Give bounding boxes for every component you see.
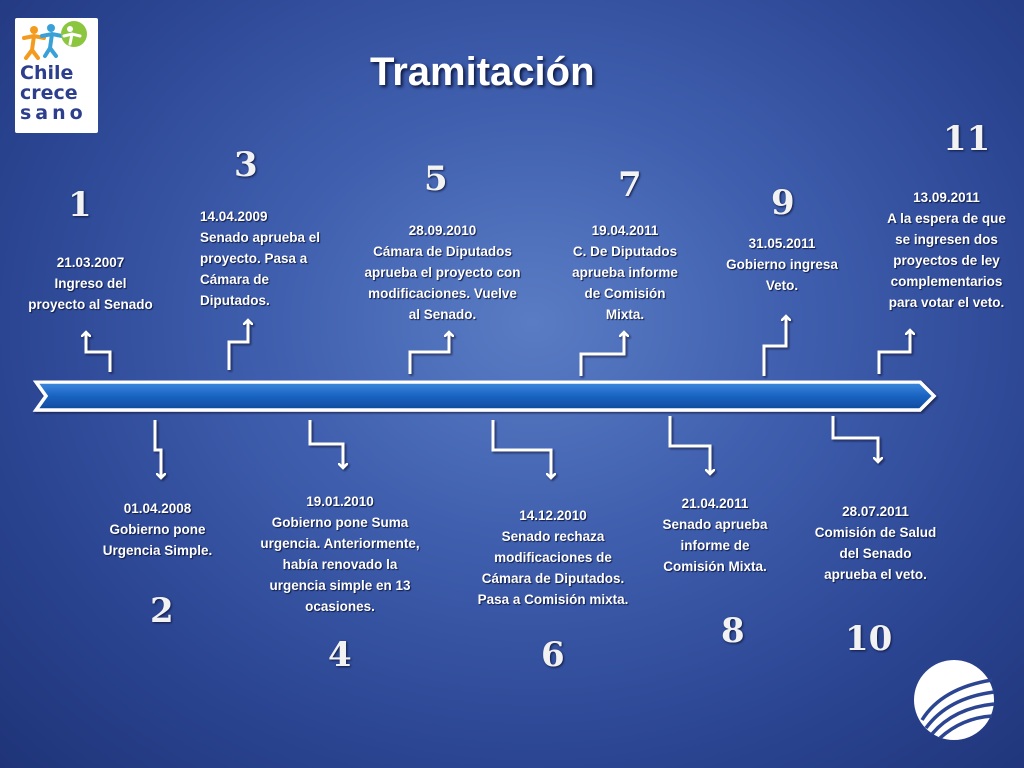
step-text-4-line4: urgencia simple en 13	[269, 578, 411, 593]
step-number-4: 4	[328, 635, 352, 675]
step-text-10-line3: aprueba el veto.	[824, 567, 927, 582]
logo-text-line1: Chile	[20, 62, 74, 84]
step-number-6: 6	[541, 635, 565, 675]
step-number-5: 5	[424, 159, 448, 199]
page-title: Tramitación	[370, 50, 595, 94]
step-text-6-line2: modificaciones de	[494, 550, 612, 565]
step-text-3-line4: Diputados.	[200, 293, 270, 308]
step-text-8-line2: informe de	[680, 538, 750, 553]
step-text-11-line2: se ingresen dos	[895, 232, 998, 247]
step-desc-2: 01.04.2008 Gobierno pone Urgencia Simple…	[80, 498, 235, 561]
step-text-4-line5: ocasiones.	[305, 599, 375, 614]
step-date-8: 21.04.2011	[681, 496, 749, 511]
logo-text-line3: sano	[20, 102, 87, 124]
step-desc-4: 19.01.2010 Gobierno pone Suma urgencia. …	[245, 491, 435, 617]
step-text-9-line2: Veto.	[765, 278, 799, 293]
step-text-2-line1: Gobierno pone	[109, 522, 206, 537]
step-text-7-line3: de Comisión	[584, 286, 666, 301]
step-date-7: 19.04.2011	[591, 223, 659, 238]
arrow-7	[579, 332, 624, 376]
arrow-9	[762, 316, 786, 376]
step-text-3-line2: proyecto. Pasa a	[200, 251, 308, 266]
step-text-3-line1: Senado aprueba el	[200, 230, 321, 245]
step-text-3-line3: Cámara de	[200, 272, 270, 287]
step-number-8: 8	[721, 611, 745, 651]
step-text-11-line5: para votar el veto.	[888, 295, 1005, 310]
step-text-4-line2: urgencia. Anteriormente,	[260, 536, 420, 551]
step-text-7-line1: C. De Diputados	[572, 244, 678, 259]
arrow-5	[408, 332, 449, 374]
step-date-6: 14.12.2010	[519, 508, 587, 523]
step-text-8-line3: Comisión Mixta.	[663, 559, 767, 574]
step-text-2-line2: Urgencia Simple.	[102, 543, 213, 558]
people-figures-icon	[22, 21, 87, 60]
step-text-9-line1: Gobierno ingresa	[726, 257, 838, 272]
step-date-5: 28.09.2010	[408, 223, 477, 238]
step-desc-7: 19.04.2011 C. De Diputados aprueba infor…	[555, 220, 695, 325]
step-number-2: 2	[150, 591, 174, 631]
step-date-1: 21.03.2007	[56, 255, 125, 270]
step-desc-3: 14.04.2009 Senado aprueba el proyecto. P…	[200, 206, 345, 311]
step-text-11-line4: complementarios	[890, 274, 1003, 289]
step-text-7-line4: Mixta.	[605, 307, 645, 322]
step-number-9: 9	[771, 183, 795, 223]
step-number-11: 11	[943, 119, 991, 159]
step-text-1-line1: Ingreso del	[54, 276, 127, 291]
step-desc-6: 14.12.2010 Senado rechaza modificaciones…	[463, 505, 643, 610]
arrow-11	[877, 330, 910, 374]
arrow-6	[491, 420, 551, 478]
step-text-11-line1: A la espera de que	[887, 211, 1006, 226]
step-text-5-line3: modificaciones. Vuelve	[368, 286, 517, 301]
arrow-4	[308, 420, 343, 468]
arrow-2	[153, 420, 161, 478]
chile-crece-sano-logo: Chile crece sano	[15, 18, 98, 133]
step-desc-1: 21.03.2007 Ingreso del proyecto al Senad…	[18, 252, 163, 315]
step-date-10: 28.07.2011	[842, 504, 909, 519]
step-text-4-line3: había renovado la	[282, 557, 398, 572]
step-number-7: 7	[618, 165, 642, 205]
step-desc-5: 28.09.2010 Cámara de Diputados aprueba e…	[350, 220, 535, 325]
arrow-1	[86, 332, 112, 372]
timeline-bar	[32, 380, 937, 412]
step-date-2: 01.04.2008	[123, 501, 192, 516]
step-desc-11: 13.09.2011 A la espera de que se ingrese…	[874, 187, 1019, 313]
institution-seal-icon	[914, 660, 995, 740]
step-text-10-line1: Comisión de Salud	[814, 525, 937, 540]
step-date-4: 19.01.2010	[306, 494, 374, 509]
arrow-3	[227, 320, 248, 370]
step-number-1: 1	[68, 185, 92, 225]
step-text-6-line1: Senado rechaza	[501, 529, 605, 544]
step-date-3: 14.04.2009	[200, 209, 268, 224]
step-text-7-line2: aprueba informe	[572, 265, 678, 280]
arrow-10	[831, 416, 878, 462]
step-text-1-line2: proyecto al Senado	[28, 297, 153, 312]
step-text-4-line1: Gobierno pone Suma	[271, 515, 409, 530]
step-text-11-line3: proyectos de ley	[893, 253, 1000, 268]
step-text-8-line1: Senado aprueba	[662, 517, 768, 532]
step-number-3: 3	[234, 145, 258, 185]
step-date-9: 31.05.2011	[748, 236, 816, 251]
step-text-6-line4: Pasa a Comisión mixta.	[477, 592, 629, 607]
logo-text-line2: crece	[20, 82, 78, 104]
step-text-5-line4: al Senado.	[408, 307, 477, 322]
step-text-5-line2: aprueba el proyecto con	[364, 265, 521, 280]
step-text-5-line1: Cámara de Diputados	[373, 244, 512, 259]
step-desc-9: 31.05.2011 Gobierno ingresa Veto.	[712, 233, 852, 296]
step-desc-8: 21.04.2011 Senado aprueba informe de Com…	[645, 493, 785, 577]
step-number-10: 10	[845, 619, 893, 659]
step-date-11: 13.09.2011	[913, 190, 980, 205]
step-text-6-line3: Cámara de Diputados.	[481, 571, 625, 586]
step-desc-10: 28.07.2011 Comisión de Salud del Senado …	[803, 501, 948, 585]
arrow-8	[668, 416, 710, 474]
step-text-10-line2: del Senado	[839, 546, 912, 561]
